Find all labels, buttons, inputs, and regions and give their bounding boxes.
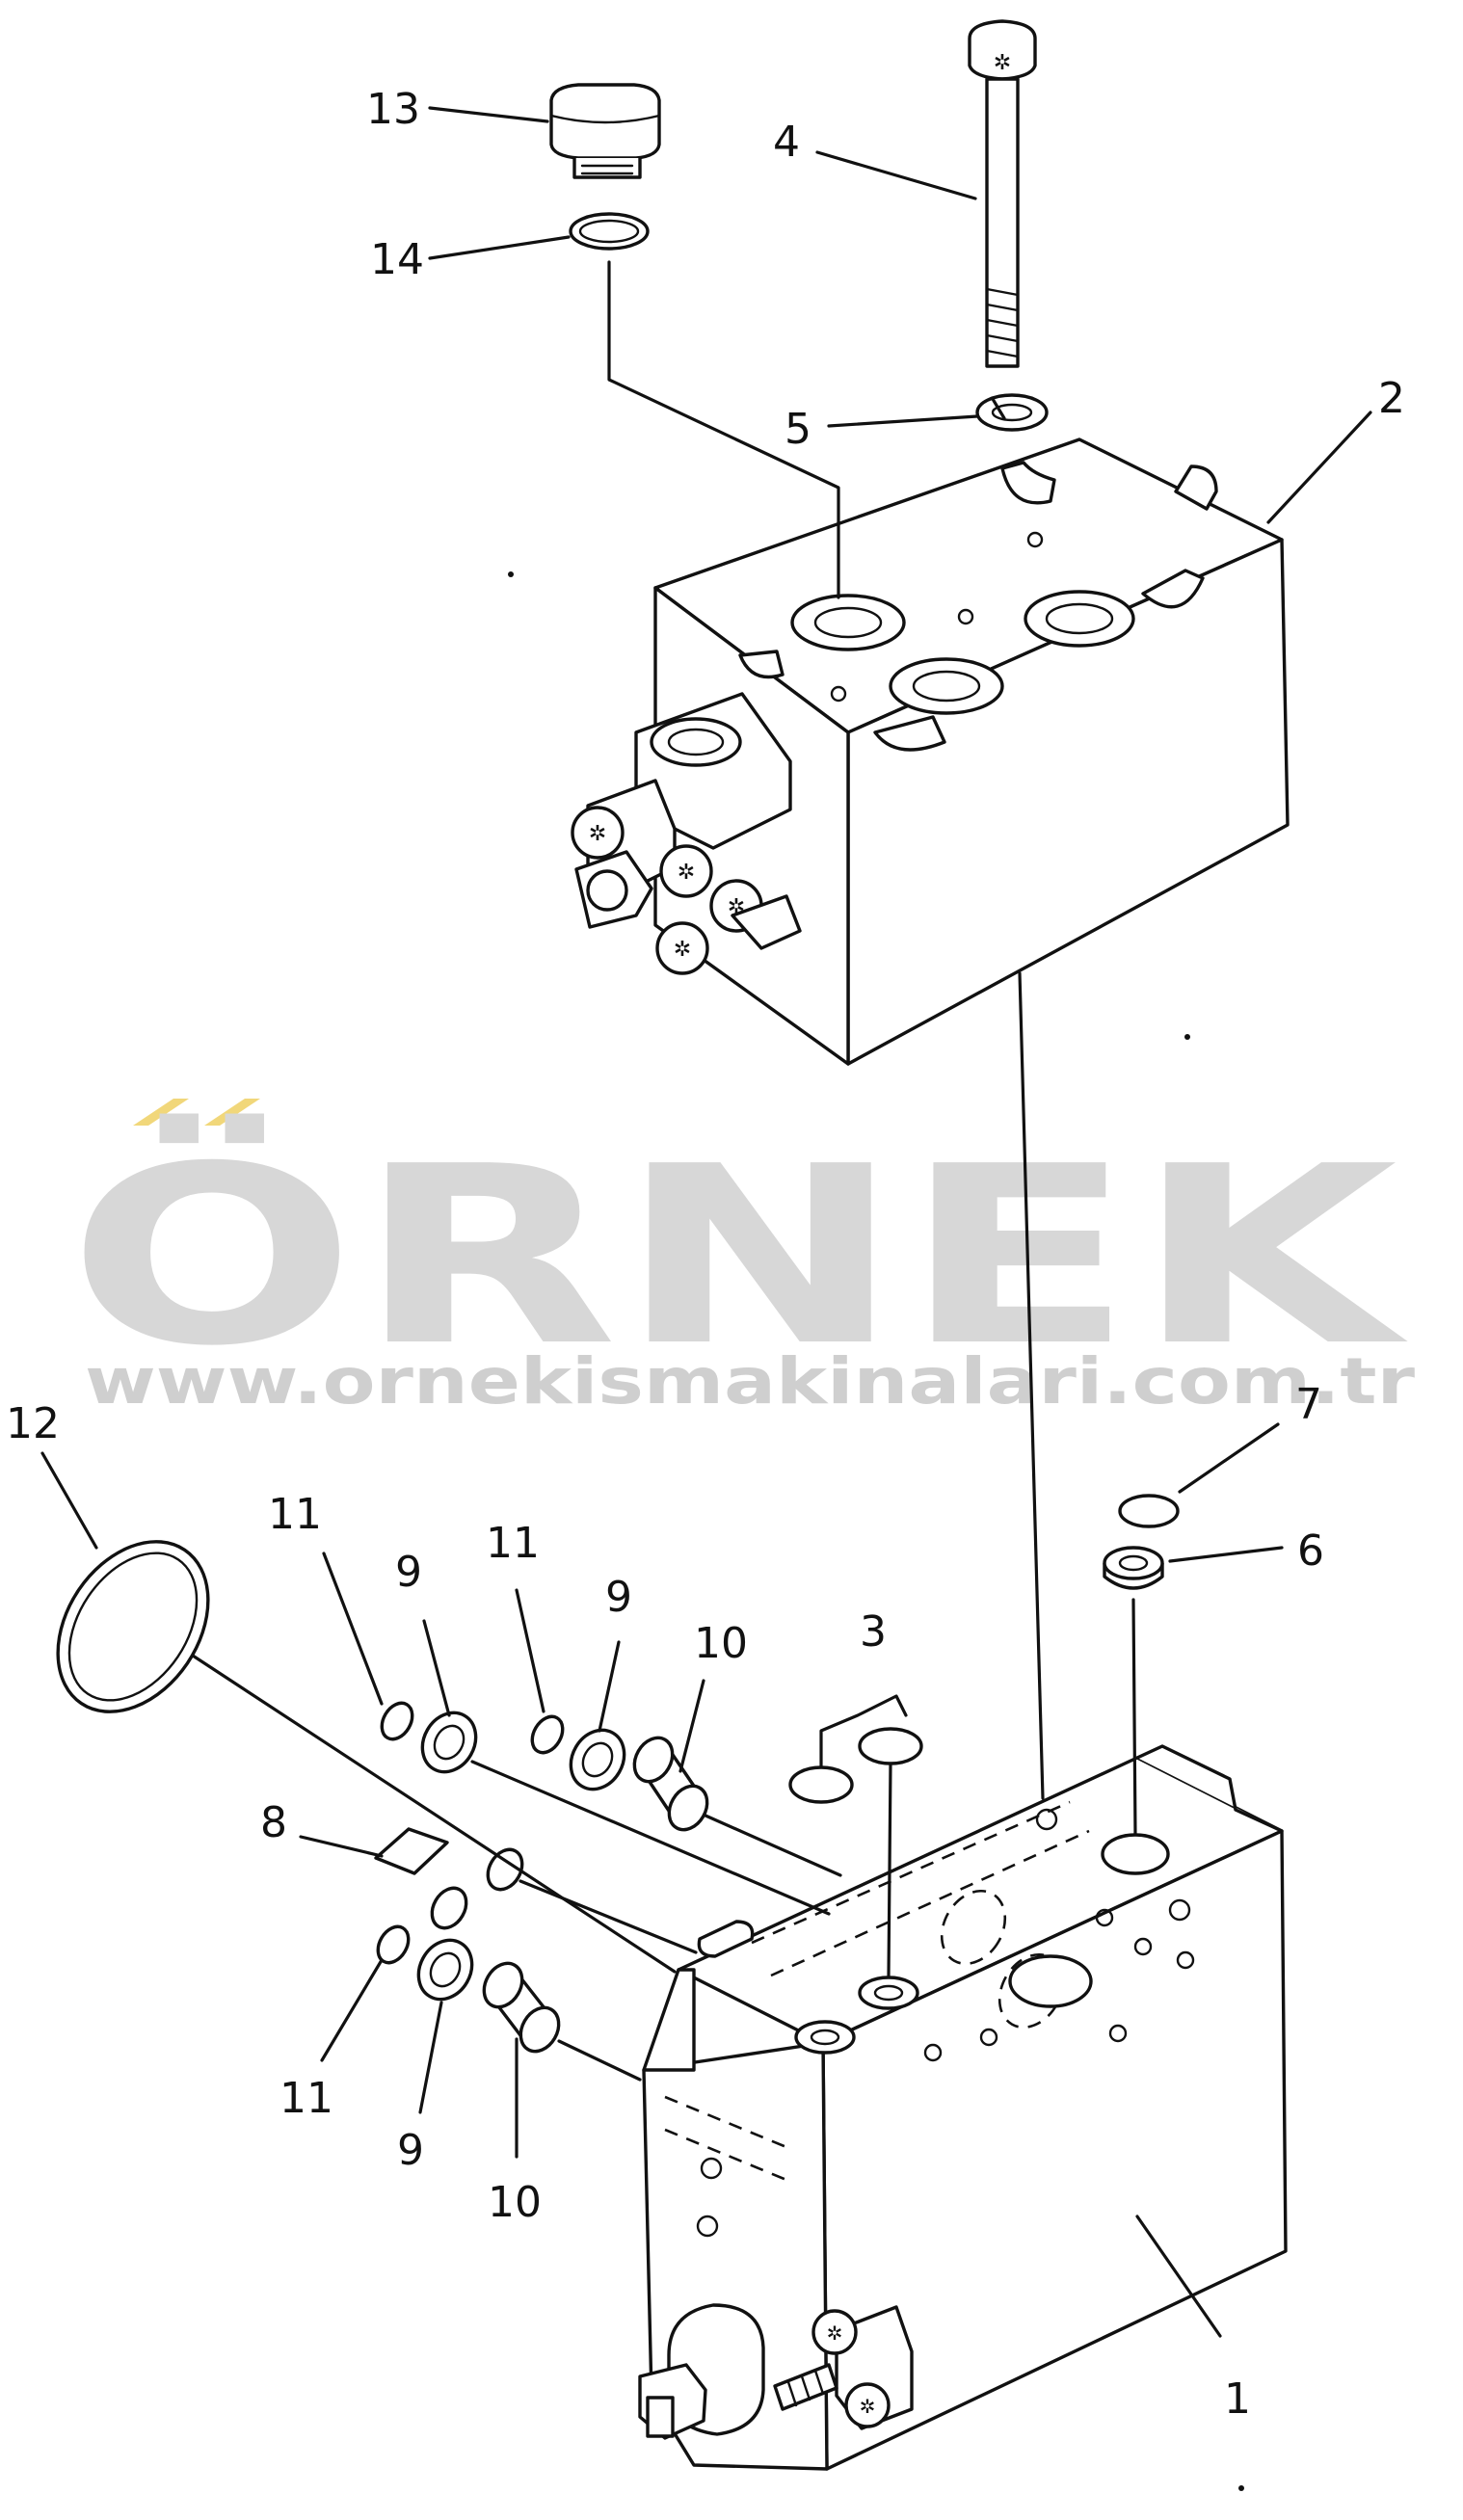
o-ring-part-8-b — [430, 1886, 468, 1930]
callout-10-a: 10 — [694, 1619, 748, 1668]
callout-13: 13 — [366, 85, 420, 134]
o-ring-part-3-b — [858, 1727, 923, 1765]
o-ring-part-3-a — [788, 1765, 854, 1804]
o-ring-part-11-a — [380, 1701, 414, 1741]
lower-valve-block-part-1: ✲ ✲ — [638, 1744, 1288, 2471]
callout-5: 5 — [785, 405, 811, 454]
callout-11-c: 11 — [279, 2074, 333, 2123]
washer-part-5 — [975, 393, 1049, 432]
callout-6: 6 — [1297, 1526, 1324, 1576]
seat-part-9-c — [416, 1938, 474, 2002]
watermark-url: www.ornekismakinalari.com.tr — [85, 1344, 1416, 1419]
callout-10-b: 10 — [488, 2178, 542, 2227]
o-ring-part-11-c — [376, 1924, 411, 1965]
o-ring-part-11-b — [530, 1714, 565, 1755]
svg-text:✲: ✲ — [860, 2395, 876, 2418]
callout-2: 2 — [1378, 374, 1405, 423]
bolt-part-4: ✲ — [968, 19, 1037, 368]
scan-speck — [508, 571, 514, 577]
spring-part-8 — [374, 1827, 449, 1875]
svg-text:✲: ✲ — [589, 822, 606, 846]
scan-speck — [1238, 2485, 1244, 2491]
svg-text:✲: ✲ — [678, 861, 695, 885]
plug-part-13 — [549, 83, 661, 179]
watermark-accent-right — [204, 1099, 260, 1126]
watermark-accent-left — [133, 1099, 189, 1126]
callout-7: 7 — [1295, 1380, 1322, 1429]
callout-4: 4 — [773, 118, 800, 167]
callout-labels: 13 14 4 5 2 12 11 9 11 9 10 3 7 6 8 11 9… — [6, 85, 1405, 2424]
o-ring-part-8-a — [486, 1847, 524, 1892]
callout-14: 14 — [370, 235, 424, 284]
callout-11-a: 11 — [268, 1490, 322, 1539]
svg-text:✲: ✲ — [994, 51, 1011, 75]
watermark: ÖRNEK www.ornekismakinalari.com.tr — [67, 1099, 1416, 1419]
callout-12: 12 — [6, 1399, 60, 1448]
watermark-brand: ÖRNEK — [67, 1113, 1409, 1400]
svg-text:✲: ✲ — [827, 2321, 843, 2345]
svg-text:✲: ✲ — [674, 938, 691, 962]
o-ring-part-7 — [1118, 1494, 1180, 1528]
seat-part-9-b — [569, 1728, 626, 1791]
callout-9-b: 9 — [605, 1573, 632, 1622]
callout-9-c: 9 — [397, 2126, 424, 2175]
callout-3: 3 — [860, 1607, 887, 1657]
seal-part-6 — [1103, 1546, 1164, 1590]
sleeve-part-10-a — [632, 1736, 709, 1832]
assembly-lines — [191, 260, 1137, 2082]
leader-lines — [40, 106, 1372, 2338]
callout-8: 8 — [260, 1798, 287, 1847]
o-ring-part-14 — [569, 212, 650, 251]
callout-11-b: 11 — [486, 1519, 540, 1568]
callout-1: 1 — [1224, 2374, 1251, 2424]
callout-9-a: 9 — [395, 1548, 422, 1597]
upper-valve-block-part-2: ✲ ✲ ✲ ✲ — [571, 438, 1290, 1066]
large-o-ring-part-12 — [56, 1540, 210, 1713]
scan-speck — [1184, 1034, 1190, 1040]
seat-part-9-a — [420, 1711, 478, 1774]
sleeve-part-10-b — [482, 1961, 561, 2054]
